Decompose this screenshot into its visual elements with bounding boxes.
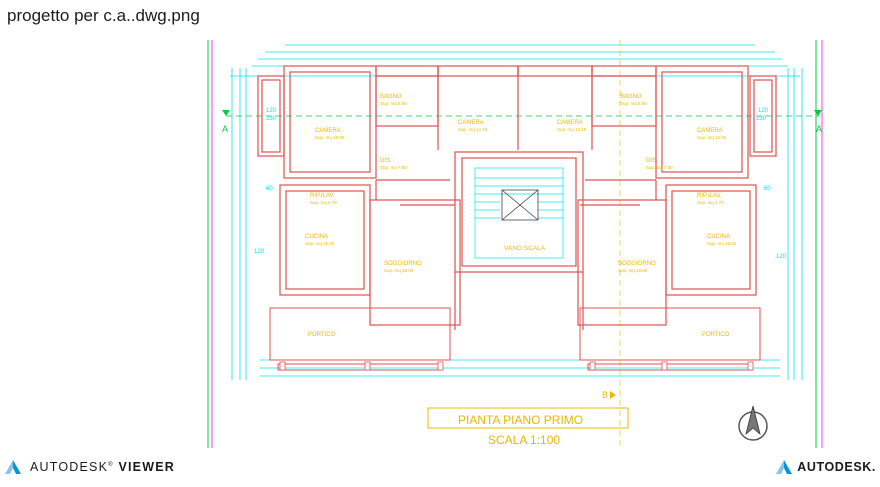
room-area: Sup. mq 15.50 <box>707 241 737 246</box>
stair-label: VANO SCALA <box>504 245 546 252</box>
autodesk-viewer-brand[interactable]: AUTODESK® VIEWER <box>4 456 175 478</box>
autodesk-logo-icon <box>5 460 21 474</box>
room-area: Sup. mq 4.70 <box>310 200 337 205</box>
portico-outline <box>269 307 761 371</box>
room-name: RIP./LAV. <box>697 193 722 199</box>
room-area: Sup. mq 13.15 <box>458 127 488 132</box>
room-name: PORTICO <box>308 332 336 338</box>
room-area: Sup. mq 6.80 <box>620 101 647 106</box>
dim-label: 60 <box>764 186 771 192</box>
room-area: Sup. mq 19.00 <box>618 268 648 273</box>
room-name: CAMERA <box>458 120 484 126</box>
brand-label: AUTODESK® VIEWER <box>30 460 175 474</box>
section-arrow-icon <box>814 110 822 116</box>
dim-label: 230 <box>756 116 767 122</box>
drawing-title: PIANTA PIANO PRIMO <box>458 413 583 427</box>
room-area: Sup. mq 6.80 <box>380 101 407 106</box>
room-area: Sup. mq 13.15 <box>557 127 587 132</box>
room-area: Sup. mq 7.50 <box>646 165 673 170</box>
stair-core-walls <box>454 151 584 330</box>
room-name: RIP./LAV. <box>310 193 335 199</box>
dim-label: 120 <box>776 254 787 260</box>
room-name: CUCINA <box>305 234 328 240</box>
dim-label: 120 <box>254 249 265 255</box>
room-area: Sup. mq 16.00 <box>315 135 345 140</box>
room-name: BAGNO <box>380 94 402 100</box>
elevator-shaft <box>501 189 539 221</box>
autodesk-brand-right[interactable]: AUTODESK. <box>775 456 876 478</box>
dim-label: 120 <box>758 108 769 114</box>
room-name: PORTICO <box>702 332 730 338</box>
stair-steps <box>474 167 564 259</box>
floor-plan-drawing[interactable]: A A B <box>200 40 830 448</box>
dim-label: 60 <box>266 186 273 192</box>
section-mark-b: B <box>602 390 608 400</box>
room-name: SOGGIORNO <box>618 261 656 267</box>
section-mark-a-left: A <box>222 124 228 134</box>
room-name: CAMERA <box>315 128 341 134</box>
room-area: Sup. mq 4.70 <box>697 200 724 205</box>
autodesk-logo-icon <box>776 460 793 474</box>
right-room-labels: BAGNO Sup. mq 6.80 CAMERA Sup. mq 16.00 … <box>557 94 737 338</box>
north-arrow-icon <box>738 405 768 441</box>
room-name: CUCINA <box>707 234 730 240</box>
room-name: CAMERA <box>697 128 723 134</box>
room-area: Sup. mq 7.50 <box>380 165 407 170</box>
left-apartment-walls <box>257 65 519 326</box>
room-name: BAGNO <box>620 94 642 100</box>
room-name: DIS. <box>646 158 658 164</box>
section-mark-a-right: A <box>816 124 822 134</box>
dim-label: 230 <box>266 116 277 122</box>
dim-label: 120 <box>266 108 277 114</box>
file-title: progetto per c.a..dwg.png <box>7 6 200 25</box>
right-apartment-walls <box>517 65 777 326</box>
room-area: Sup. mq 16.00 <box>697 135 727 140</box>
top-dimensions <box>230 44 803 380</box>
left-room-labels: BAGNO Sup. mq 6.80 CAMERA Sup. mq 16.00 … <box>305 94 488 338</box>
section-arrow-icon <box>222 110 230 116</box>
room-area: Sup. mq 19.00 <box>384 268 414 273</box>
room-name: SOGGIORNO <box>384 261 422 267</box>
room-name: DIS. <box>380 158 392 164</box>
columns <box>279 361 754 371</box>
brand-label-right: AUTODESK. <box>797 460 876 474</box>
room-name: CAMERA <box>557 120 583 126</box>
title-block: PIANTA PIANO PRIMO SCALA 1:100 <box>427 407 629 447</box>
room-area: Sup. mq 15.00 <box>305 241 335 246</box>
section-arrow-icon <box>610 391 616 399</box>
dimension-labels: 120 230 120 230 60 60 120 120 <box>254 108 787 260</box>
drawing-scale: SCALA 1:100 <box>488 433 560 447</box>
drawing-viewer[interactable]: A A B <box>200 40 830 448</box>
